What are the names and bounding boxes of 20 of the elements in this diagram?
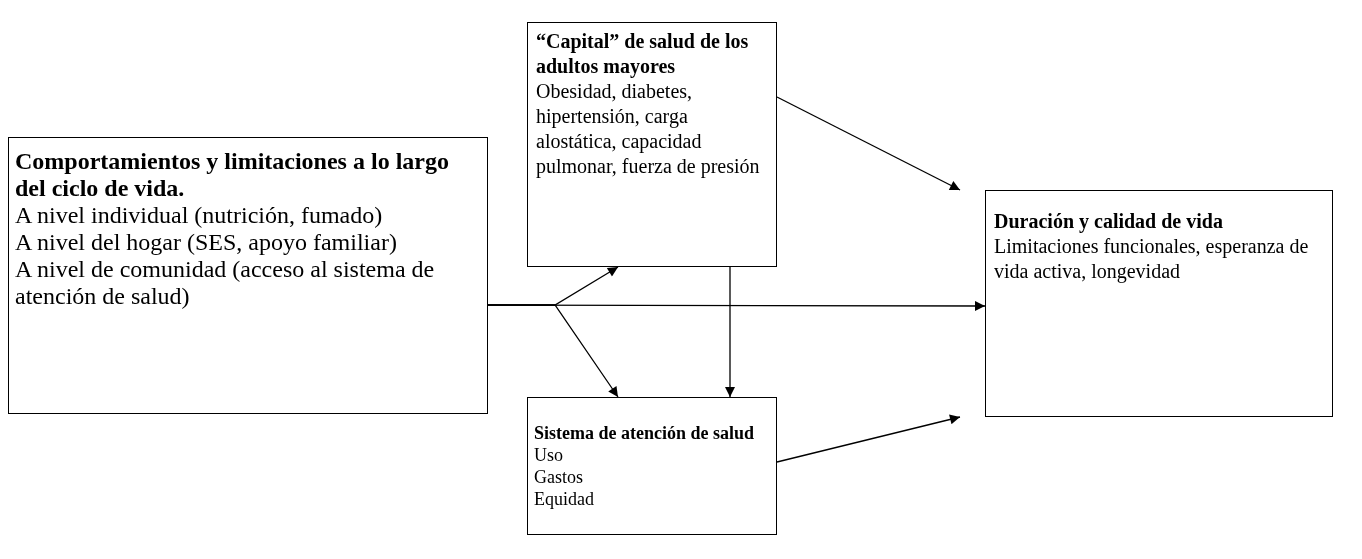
arrow [776, 414, 961, 463]
arrow [776, 96, 961, 191]
text-box [527, 397, 777, 535]
box-heading: Sistema de atención de salud [534, 422, 756, 444]
box-text: Obesidad, diabetes, hipertensión, carga alostática, capacidad pulmonar, fuerza de presión [536, 79, 761, 179]
text-box [8, 137, 488, 414]
text-box [985, 190, 1333, 417]
box-heading: Duración y calidad de vida [994, 209, 1224, 234]
arrow [487, 301, 986, 311]
box-text: A nivel de comunidad (acceso al sistema de atención de salud) [15, 256, 436, 310]
text-box [527, 22, 777, 267]
box-text: A nivel individual (nutrición, fumado) [15, 202, 384, 229]
box-heading: Comportamientos y limitaciones a lo largo del ciclo de vida. [15, 148, 450, 202]
box-text: Equidad [534, 488, 595, 510]
box-text: Uso [534, 444, 564, 466]
box-text: A nivel del hogar (SES, apoyo familiar) [15, 229, 398, 256]
arrow [725, 266, 735, 398]
box-heading: “Capital” de salud de los adultos mayores [536, 29, 750, 79]
box-text: Limitaciones funcionales, esperanza de vida activa, longevidad [994, 234, 1310, 284]
box-text: Gastos [534, 466, 584, 488]
